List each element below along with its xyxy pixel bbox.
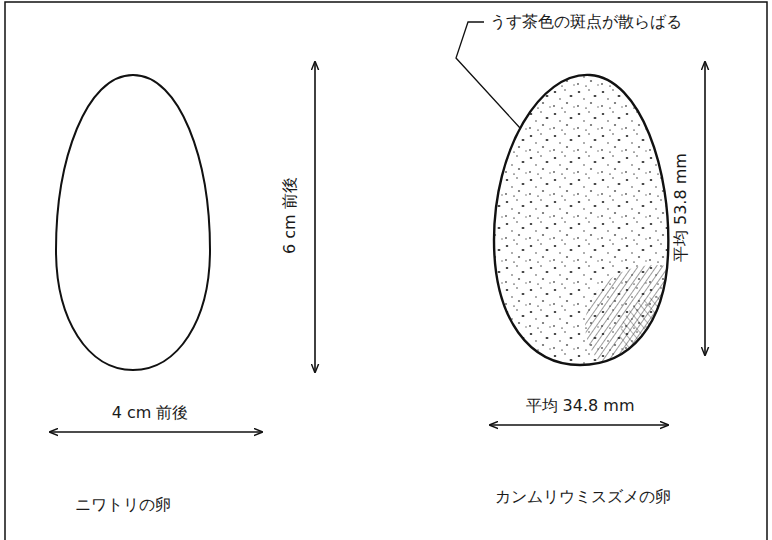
caption-label: ニワトリの卵	[73, 495, 173, 514]
caption-label: カンムリウミスズメの卵	[493, 487, 673, 506]
width-arrow	[50, 431, 262, 433]
width-arrow	[490, 424, 668, 426]
height-arrow	[314, 62, 316, 372]
height-arrow	[704, 62, 706, 355]
frame	[5, 2, 767, 540]
murrelet-egg	[494, 75, 668, 365]
chicken-egg	[56, 75, 210, 370]
dimension: 6 cm 前後	[279, 176, 298, 257]
dimension: 平均 34.8 mm	[524, 396, 637, 415]
dimension: 4 cm 前後	[110, 403, 191, 422]
leader-line	[456, 22, 520, 128]
dimension: 平均 53.8 mm	[670, 152, 689, 265]
note: うす茶色の斑点が散らばる	[488, 12, 684, 31]
speckles	[490, 70, 725, 385]
